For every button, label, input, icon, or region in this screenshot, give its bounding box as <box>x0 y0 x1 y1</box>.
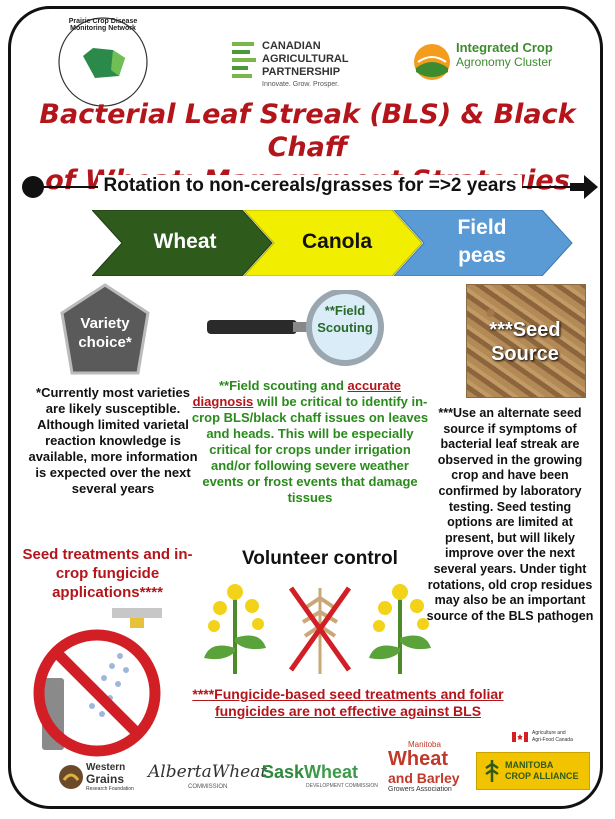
variety-badge-text: Variety choice* <box>60 314 150 352</box>
icac-logo: Integrated Crop Agronomy Cluster <box>412 40 592 90</box>
icac-line2: Agronomy Cluster <box>456 55 553 69</box>
scouting-lens-line1: **Field <box>324 303 366 318</box>
wheat-chevron <box>92 210 273 276</box>
crop-peas: Field peas <box>457 216 507 267</box>
canola-plant-icon-left <box>204 584 266 674</box>
mca-logo: MANITOBA CROP ALLIANCE <box>476 752 590 790</box>
mca-grain-icon <box>485 760 499 782</box>
mb-barley: and Barley <box>388 770 460 786</box>
no-treatment-icon <box>33 608 162 757</box>
alberta-line1: AlbertaWheat <box>148 762 268 782</box>
sask-sub: DEVELOPMENT COMMISSION <box>306 783 378 789</box>
sask-wheat-logo: SaskWheat DEVELOPMENT COMMISSION <box>262 762 382 794</box>
western-line2: Grains <box>86 772 125 786</box>
canola-plant-icon-right <box>369 584 431 674</box>
mca-line2: CROP ALLIANCE <box>505 771 579 781</box>
icac-circle-icon <box>414 44 450 80</box>
sask-part1: Sask <box>262 762 305 782</box>
western-grains-icon <box>59 765 83 789</box>
variety-note: *Currently most varieties are likely sus… <box>28 385 198 496</box>
canola-chevron <box>243 210 423 276</box>
wheat-crossed-icon <box>288 586 352 674</box>
scouting-lens-line2: Scouting <box>317 320 373 335</box>
western-grains-logo: Western Grains Research Foundation <box>58 760 138 794</box>
seed-note: ***Use an alternate seed source if sympt… <box>426 406 594 623</box>
mb-wheat-barley-logo: Manitoba Wheat and Barley Growers Associ… <box>388 740 476 800</box>
mb-growers: Growers Association <box>388 786 452 793</box>
network-map-icon <box>58 17 148 107</box>
seed-label-line2: Source <box>491 343 559 365</box>
sask-part2: Wheat <box>304 762 359 782</box>
aafc-line2: Agri-Food Canada <box>532 737 573 743</box>
scouting-note-post: will be critical to identify in-crop BLS… <box>191 394 429 505</box>
canada-flag-icon <box>512 732 528 742</box>
seed-label: ***Seed Source <box>466 318 584 366</box>
treatments-heading: Seed treatments and in-crop fungicide ap… <box>22 546 193 601</box>
scouting-note-pre: **Field scouting and <box>218 378 348 393</box>
aafc-line1: Agriculture and <box>532 730 566 736</box>
alberta-wheat-logo: AlbertaWheat COMMISSION <box>148 762 267 794</box>
mb-small: Manitoba <box>408 740 441 749</box>
scouting-note-link: accurate diagnosis <box>192 378 402 409</box>
seed-label-line1: ***Seed <box>489 319 561 341</box>
rotation-chevrons <box>92 210 573 276</box>
network-logo: Prairie Crop Disease Monitoring Network <box>55 14 151 110</box>
western-line3: Research Foundation <box>86 786 134 792</box>
cap-logo: CANADIAN AGRICULTURAL PARTNERSHIP Innova… <box>232 40 382 100</box>
jug-label: Treatment <box>20 668 29 705</box>
peas-chevron <box>393 210 573 276</box>
poster-frame <box>8 6 603 809</box>
variety-badge-icon <box>60 283 150 375</box>
title-line1: Bacterial Leaf Streak (BLS) & Black Chaf… <box>39 99 576 163</box>
magnifier-icon <box>207 290 384 366</box>
rotation-start-dot <box>22 176 44 198</box>
variety-badge-line1: Variety <box>80 315 130 332</box>
mb-wheat: Wheat <box>388 748 448 770</box>
rotation-text: Rotation to non-cereals/grasses for =>2 … <box>70 175 550 197</box>
rotation-arrow-icon <box>570 175 598 199</box>
seed-image <box>466 284 586 398</box>
aafc-logo: Agriculture and Agri-Food Canada <box>512 728 602 748</box>
crop-wheat: Wheat <box>153 230 217 253</box>
scouting-note: **Field scouting and accurate diagnosis … <box>190 378 430 506</box>
alberta-line2: COMMISSION <box>188 784 228 790</box>
western-line1: Western <box>86 762 126 773</box>
cap-line2: AGRICULTURAL <box>262 53 349 65</box>
scouting-lens-text: **Field Scouting <box>305 302 385 336</box>
network-logo-text: Prairie Crop Disease Monitoring Network <box>68 18 138 32</box>
cap-tagline: Innovate. Grow. Prosper. <box>262 81 340 88</box>
mca-line1: MANITOBA <box>505 760 554 770</box>
cap-line3: PARTNERSHIP <box>262 66 341 78</box>
crop-canola: Canola <box>301 230 372 253</box>
rotation-label: Rotation to non-cereals/grasses for =>2 … <box>97 175 523 196</box>
variety-badge-line2: choice* <box>78 334 132 351</box>
treatments-footnote: ****Fungicide-based seed treatments and … <box>192 686 504 719</box>
cap-line1: CANADIAN <box>262 40 321 52</box>
icac-line1: Integrated Crop <box>456 40 553 55</box>
volunteer-heading: Volunteer control <box>242 548 398 569</box>
cap-bars-icon <box>232 42 256 78</box>
